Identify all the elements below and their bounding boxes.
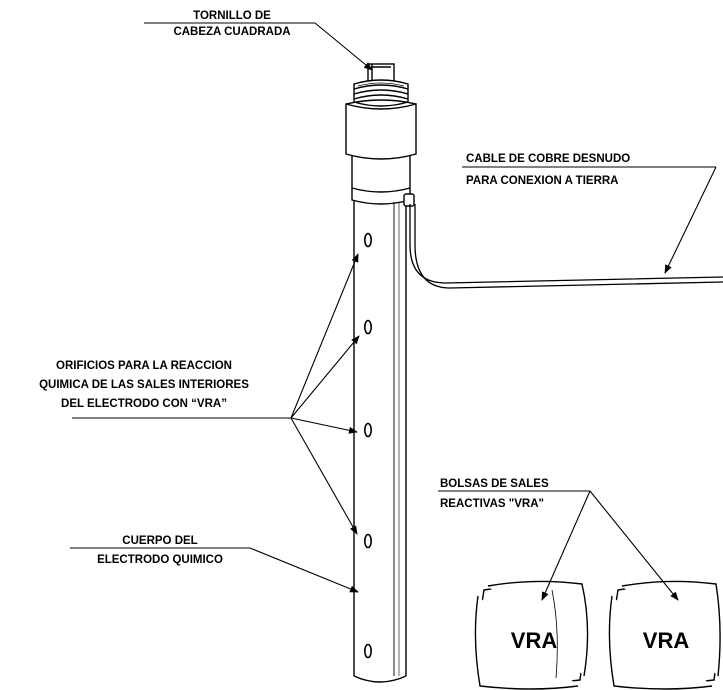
- tornillo-label-line2: CABEZA CUADRADA: [173, 26, 290, 38]
- orificio-arrow-4: [290, 417, 358, 535]
- leader-lines: [70, 22, 717, 601]
- reducer: [351, 156, 411, 205]
- cable-arrow: [664, 166, 717, 274]
- cuerpo-label-line1: CUERPO DEL: [122, 535, 197, 547]
- cable-label-line2: PARA CONEXION A TIERRA: [466, 175, 619, 187]
- cuerpo-label-line2: ELECTRODO QUIMICO: [97, 554, 223, 566]
- electrode-body: [353, 200, 407, 683]
- electrode: [345, 63, 417, 683]
- copper-cable: [409, 204, 723, 289]
- reaction-orifices: [363, 232, 372, 659]
- threaded-cap: [353, 79, 409, 107]
- square-head-screw: [367, 63, 395, 82]
- labels: TORNILLO DE CABEZA CUADRADA CABLE DE COB…: [39, 10, 630, 566]
- cuerpo-arrow: [249, 547, 359, 593]
- tornillo-arrow: [314, 22, 373, 71]
- orificio-arrow-1: [290, 253, 359, 419]
- orificio-arrow-3: [290, 417, 358, 434]
- cable-label-line1: CABLE DE COBRE DESNUDO: [466, 153, 630, 165]
- vra-bag-1-label: VRA: [511, 628, 558, 653]
- tornillo-label-line1: TORNILLO DE: [193, 10, 271, 22]
- bolsa-arrow-2: [589, 490, 679, 601]
- vra-bag-1: VRA: [474, 580, 589, 690]
- bolsas-label-line2: REACTIVAS "VRA": [440, 498, 544, 510]
- orificio-arrow-2: [290, 335, 360, 419]
- vra-bag-2-label: VRA: [643, 628, 690, 653]
- vra-bag-2: VRA: [608, 580, 721, 690]
- orificios-label-line1: ORIFICIOS PARA LA REACCION: [56, 360, 232, 372]
- cable-clamp: [403, 193, 415, 207]
- orificios-label-line3: DEL ELECTRODO CON “VRA”: [61, 398, 227, 410]
- bolsa-arrow-1: [541, 490, 591, 601]
- coupling-collar: [345, 99, 417, 160]
- bolsas-label-line1: BOLSAS DE SALES: [440, 478, 549, 490]
- orificios-label-line2: QUIMICA DE LAS SALES INTERIORES: [39, 379, 249, 391]
